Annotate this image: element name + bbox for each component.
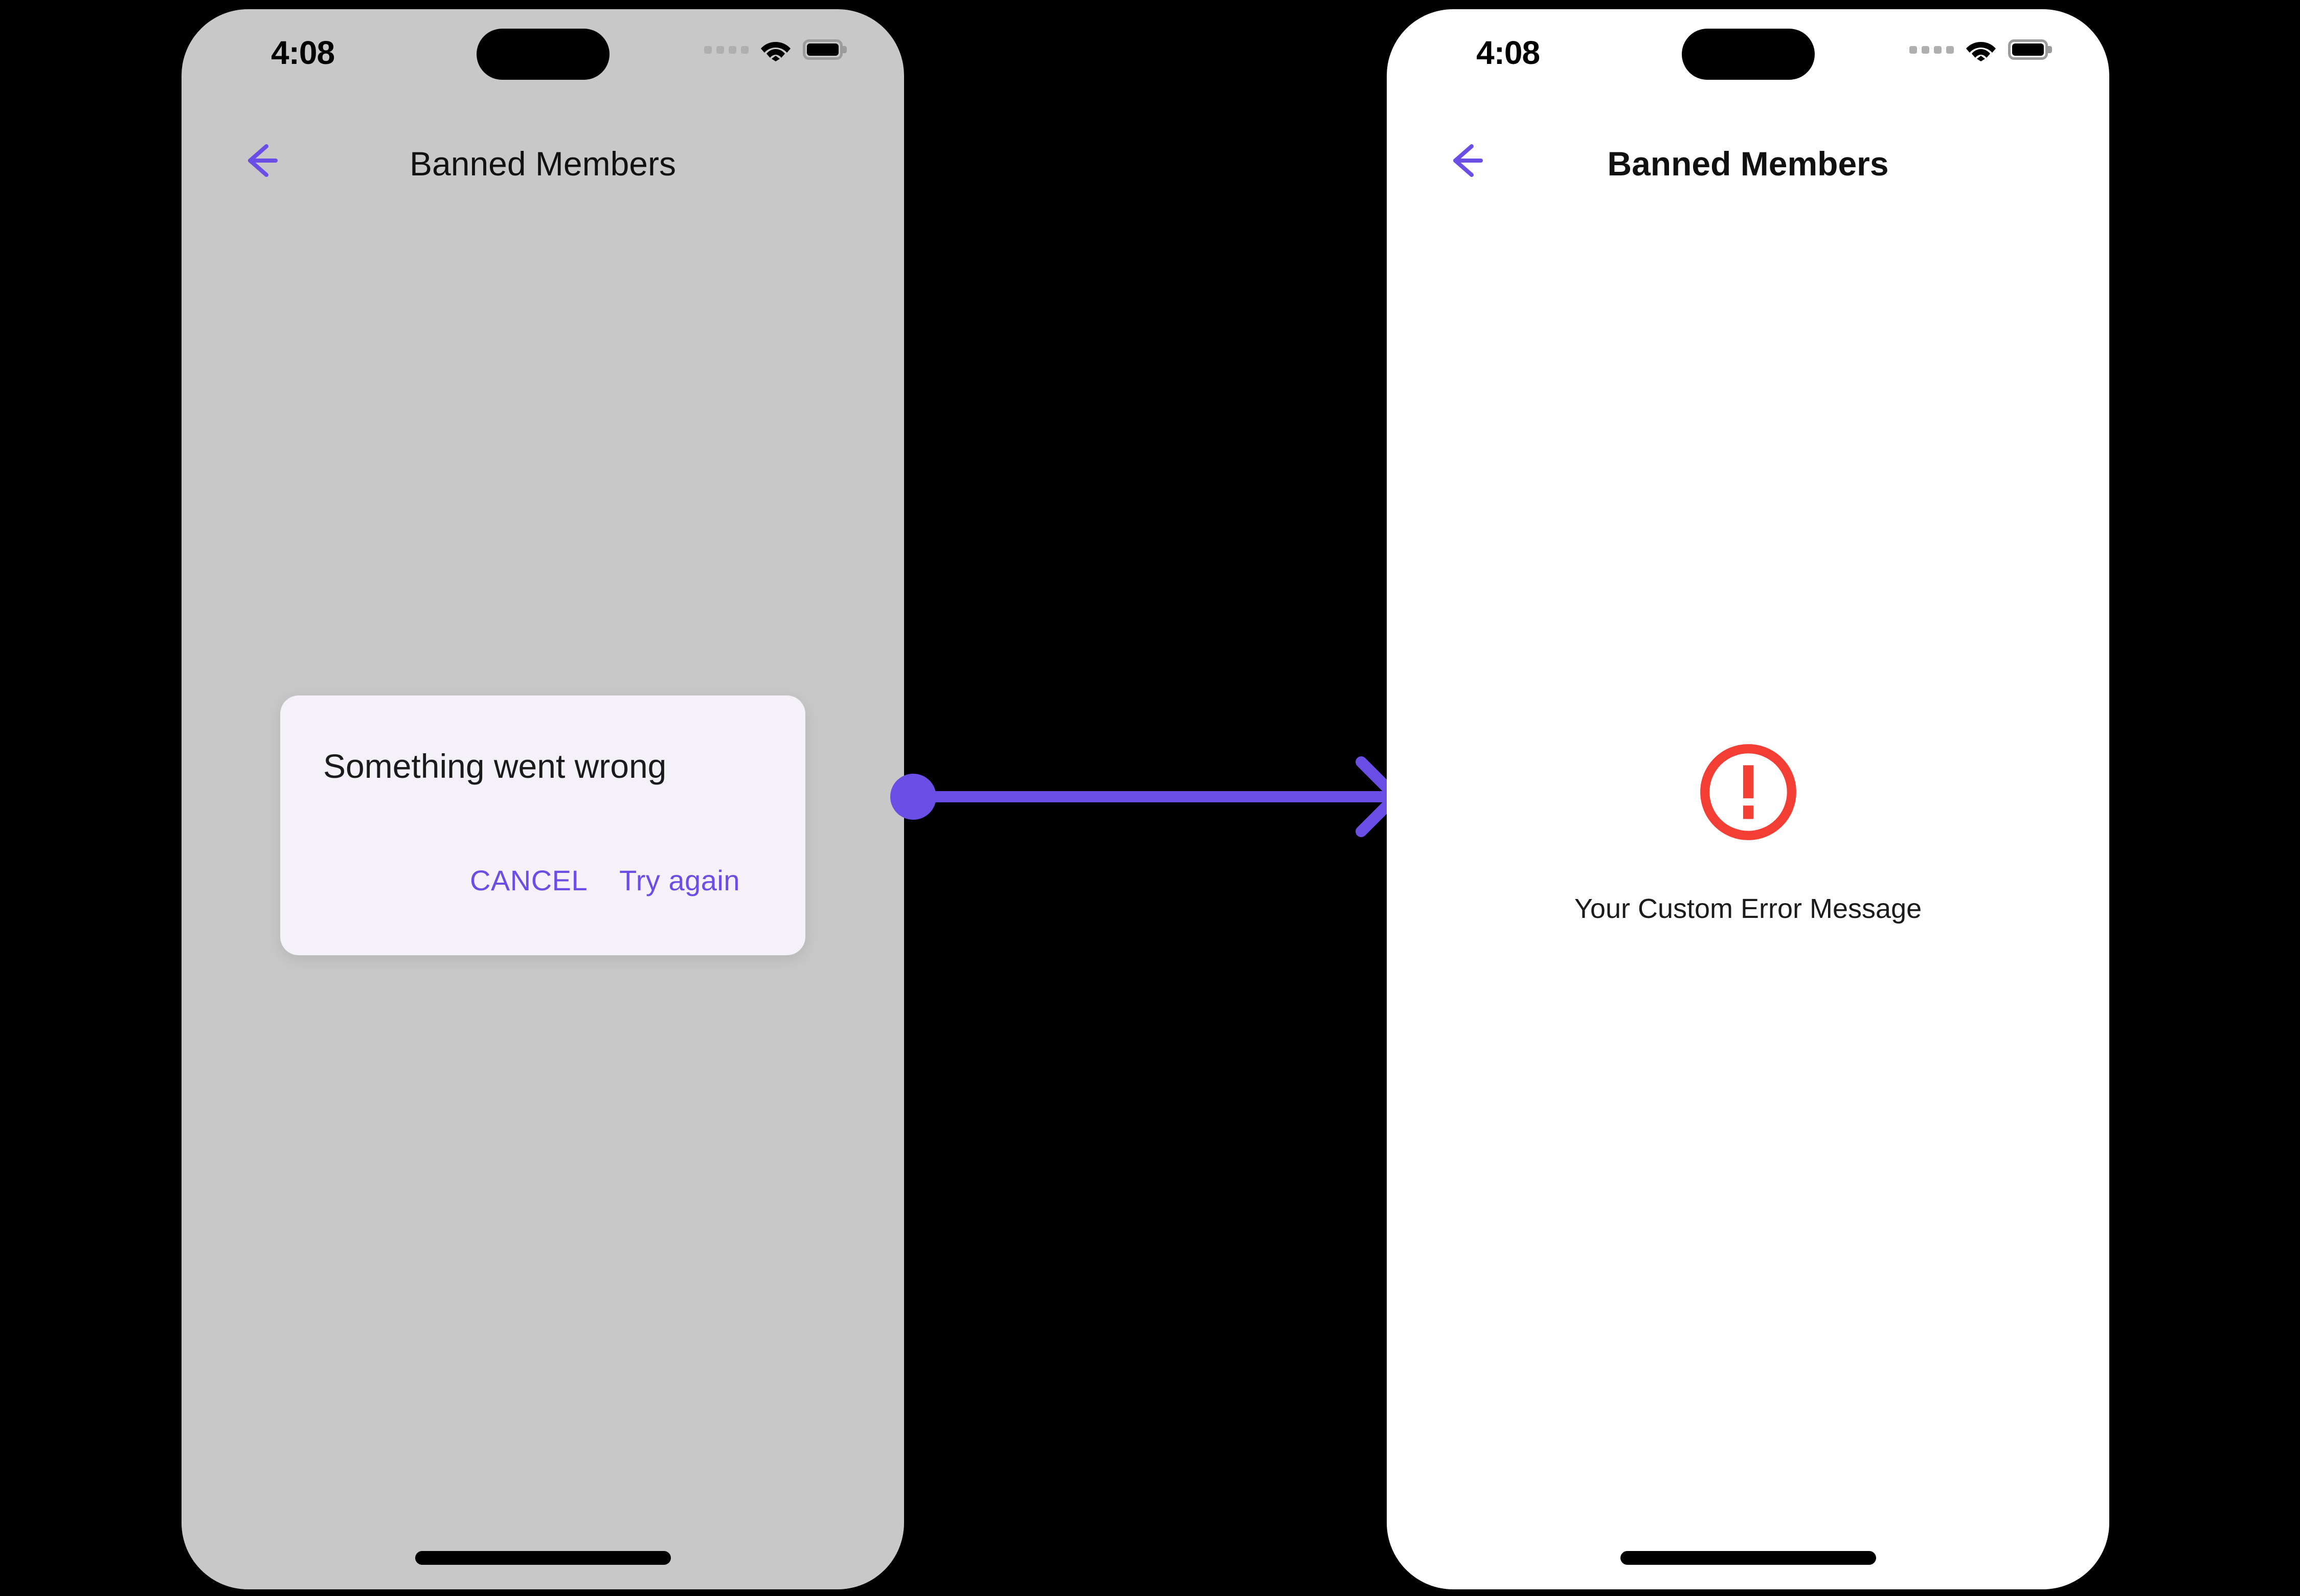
wifi-icon [761, 42, 791, 61]
status-bar: 4:08 [182, 9, 904, 86]
battery-icon [2008, 39, 2048, 60]
phone-mockup-after: 4:08 Banned Members [1387, 9, 2109, 1589]
try-again-button[interactable]: Try again [619, 864, 740, 896]
back-arrow-icon[interactable] [1443, 137, 1490, 184]
dialog-title: Something went wrong [323, 747, 667, 785]
error-dialog: Something went wrong CANCEL Try again [280, 695, 805, 955]
cellular-dots-icon [1909, 46, 1954, 54]
dialog-actions: CANCEL Try again [280, 864, 805, 897]
nav-bar: Banned Members [1387, 127, 2109, 214]
dynamic-island [476, 29, 610, 80]
page-title: Banned Members [410, 145, 676, 183]
error-exclamation-circle-icon [1700, 744, 1796, 840]
cancel-button[interactable]: CANCEL [469, 864, 588, 896]
home-indicator[interactable] [415, 1551, 671, 1565]
status-bar: 4:08 [1387, 9, 2109, 86]
error-message: Your Custom Error Message [1574, 893, 1922, 924]
status-indicators [704, 38, 843, 61]
battery-icon [803, 39, 843, 60]
wifi-icon [1966, 42, 1996, 61]
phone-mockup-before: 4:08 Banned Members [182, 9, 904, 1589]
dynamic-island [1681, 29, 1815, 80]
back-arrow-icon[interactable] [238, 137, 285, 184]
nav-bar: Banned Members [182, 127, 904, 214]
status-clock: 4:08 [1476, 34, 1540, 71]
cellular-dots-icon [704, 46, 749, 54]
status-indicators [1909, 38, 2048, 61]
page-title: Banned Members [1607, 145, 1889, 183]
home-indicator[interactable] [1620, 1551, 1876, 1565]
error-state: Your Custom Error Message [1387, 740, 2109, 925]
status-clock: 4:08 [271, 34, 335, 71]
arrow-right-connector [890, 756, 1402, 837]
